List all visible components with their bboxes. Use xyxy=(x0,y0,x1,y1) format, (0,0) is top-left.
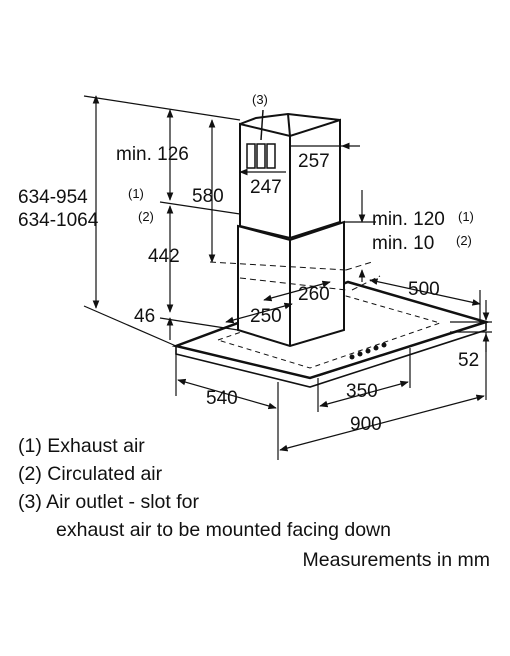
label-247: 247 xyxy=(250,177,282,198)
label-500: 500 xyxy=(408,279,440,300)
legend-circulated-air: (2) Circulated air xyxy=(18,463,163,485)
label-350: 350 xyxy=(346,381,378,402)
chimney-upper xyxy=(239,112,341,240)
label-46: 46 xyxy=(134,306,155,327)
label-580: 580 xyxy=(192,186,224,207)
label-442: 442 xyxy=(148,246,180,267)
ref-exhaust-1: (1) xyxy=(128,186,144,201)
label-min-126: min. 126 xyxy=(116,144,189,165)
ref-min-120: (1) xyxy=(458,209,474,224)
ref-min-10: (2) xyxy=(456,233,472,248)
air-outlet-slot xyxy=(246,109,276,169)
label-min-120: min. 120 xyxy=(372,209,445,230)
legend-exhaust-air: (1) Exhaust air xyxy=(18,435,145,457)
label-250: 250 xyxy=(250,306,282,327)
label-540: 540 xyxy=(206,388,238,409)
label-min-10: min. 10 xyxy=(372,233,434,254)
control-buttons xyxy=(349,342,387,360)
label-900: 900 xyxy=(350,414,382,435)
label-outlet-ref-3: (3) xyxy=(252,92,268,107)
dimension-lines xyxy=(83,95,492,460)
measurement-units-note: Measurements in mm xyxy=(302,549,490,571)
label-total-height-circulated: 634-1064 xyxy=(18,210,99,231)
label-260: 260 xyxy=(298,284,330,305)
legend-air-outlet-continued: exhaust air to be mounted facing down xyxy=(56,519,391,541)
legend-air-outlet: (3) Air outlet - slot for xyxy=(18,491,199,513)
ref-circulated-2: (2) xyxy=(138,209,154,224)
diagram-legend: (1) Exhaust air (2) Circulated air (3) A… xyxy=(18,432,498,574)
label-52: 52 xyxy=(458,350,479,371)
label-total-height-exhaust: 634-954 xyxy=(18,187,88,208)
label-257: 257 xyxy=(298,151,330,172)
